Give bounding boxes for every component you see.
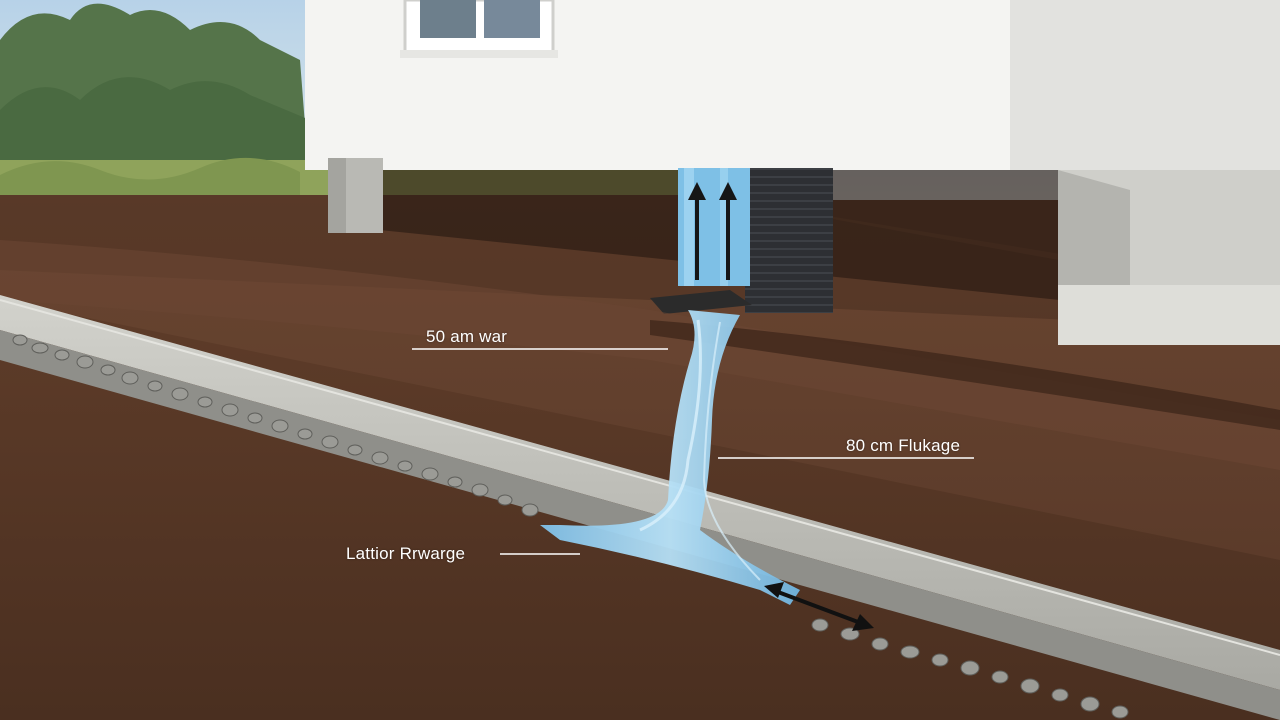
label-right: 80 cm Flukage bbox=[846, 436, 961, 455]
label-bottom-left: Lattior Rrwarge bbox=[346, 544, 466, 563]
gravel bbox=[12, 334, 1129, 719]
vent-box bbox=[745, 168, 833, 313]
water-flow bbox=[540, 310, 800, 605]
double-arrow-icon bbox=[764, 582, 874, 631]
label-top-left: 50 am war bbox=[426, 327, 508, 346]
house bbox=[305, 0, 1280, 345]
up-arrow-icon bbox=[688, 182, 737, 280]
leader-lines bbox=[412, 348, 974, 555]
downspout bbox=[678, 168, 750, 286]
splash-block bbox=[650, 290, 752, 314]
